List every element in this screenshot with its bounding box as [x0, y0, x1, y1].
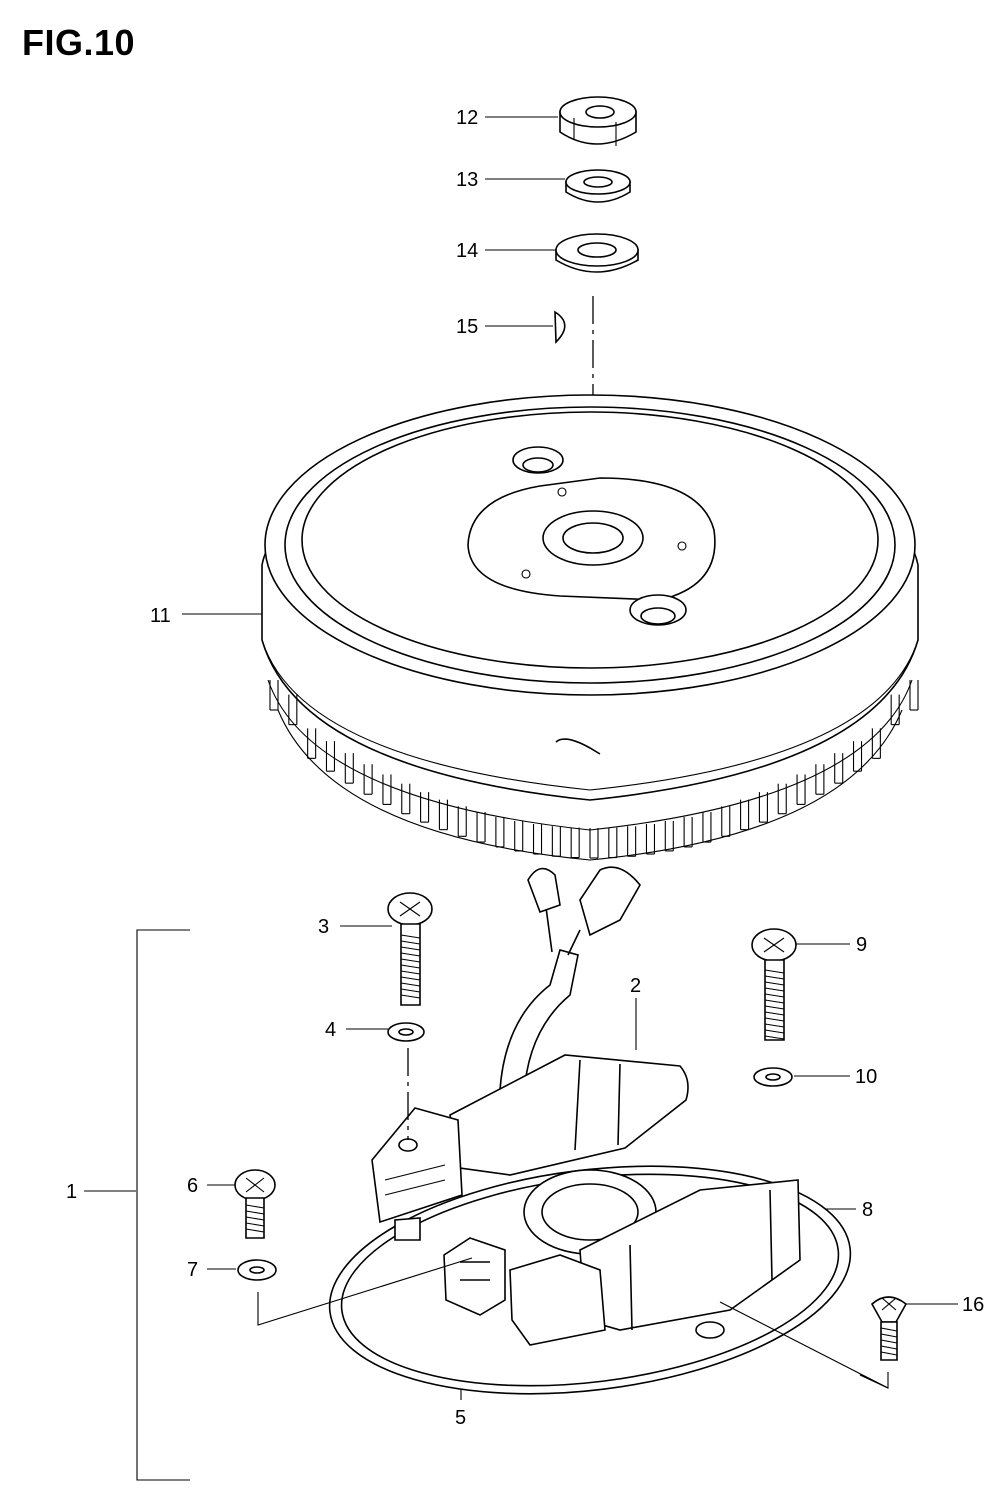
callout-12[interactable]: 12: [456, 107, 558, 129]
coil-part-8[interactable]: [509, 1179, 801, 1346]
callout-label-7: 7: [187, 1259, 198, 1281]
flywheel-part-11[interactable]: [261, 394, 919, 861]
callout-label-8: 8: [862, 1199, 873, 1221]
callout-1[interactable]: 1: [66, 1181, 136, 1203]
screw-part-16[interactable]: [870, 1296, 908, 1361]
callout-7[interactable]: 7: [187, 1259, 236, 1281]
callout-4[interactable]: 4: [325, 1019, 388, 1041]
callout-label-16: 16: [962, 1294, 984, 1316]
leader-screw-16-tip: [859, 1373, 889, 1389]
screw-part-6[interactable]: [234, 1169, 276, 1239]
callout-label-14: 14: [456, 240, 478, 262]
washer-part-7[interactable]: [237, 1259, 277, 1281]
figure-title: FIG.10: [22, 22, 136, 63]
washer-part-4[interactable]: [387, 1022, 425, 1042]
callout-label-10: 10: [855, 1066, 877, 1088]
callout-14[interactable]: 14: [456, 240, 556, 262]
callout-label-4: 4: [325, 1019, 336, 1041]
callout-9[interactable]: 9: [796, 934, 867, 956]
washer-part-10[interactable]: [753, 1067, 793, 1087]
coil-part-2[interactable]: [371, 1054, 689, 1241]
callout-label-9: 9: [856, 934, 867, 956]
key-part-15[interactable]: [554, 310, 566, 344]
callout-13[interactable]: 13: [456, 169, 565, 191]
callout-11[interactable]: 11: [150, 605, 262, 627]
leader-washer-7-to-clamp: [257, 1257, 473, 1326]
nut-part-12[interactable]: [559, 96, 637, 146]
washer-part-14[interactable]: [555, 233, 639, 273]
callout-16[interactable]: 16: [906, 1294, 984, 1316]
callout-label-11: 11: [150, 605, 171, 627]
callout-label-13: 13: [456, 169, 478, 191]
callout-6[interactable]: 6: [187, 1175, 236, 1197]
callout-2[interactable]: 2: [630, 975, 641, 1050]
callout-3[interactable]: 3: [318, 916, 392, 938]
callout-label-5: 5: [455, 1407, 466, 1429]
callout-label-1: 1: [66, 1181, 77, 1203]
washer-part-13[interactable]: [565, 169, 631, 203]
screw-part-3[interactable]: [387, 892, 433, 1006]
callout-10[interactable]: 10: [794, 1066, 877, 1088]
clamp-part-5[interactable]: [443, 1237, 506, 1316]
callout-label-6: 6: [187, 1175, 198, 1197]
assembly-bracket: [136, 929, 190, 1481]
screw-part-9[interactable]: [751, 928, 797, 1041]
callout-label-15: 15: [456, 316, 478, 338]
callout-label-2: 2: [630, 975, 641, 997]
callout-label-12: 12: [456, 107, 478, 129]
lead-wires: [499, 866, 641, 1096]
callout-15[interactable]: 15: [456, 316, 553, 338]
callout-label-3: 3: [318, 916, 329, 938]
